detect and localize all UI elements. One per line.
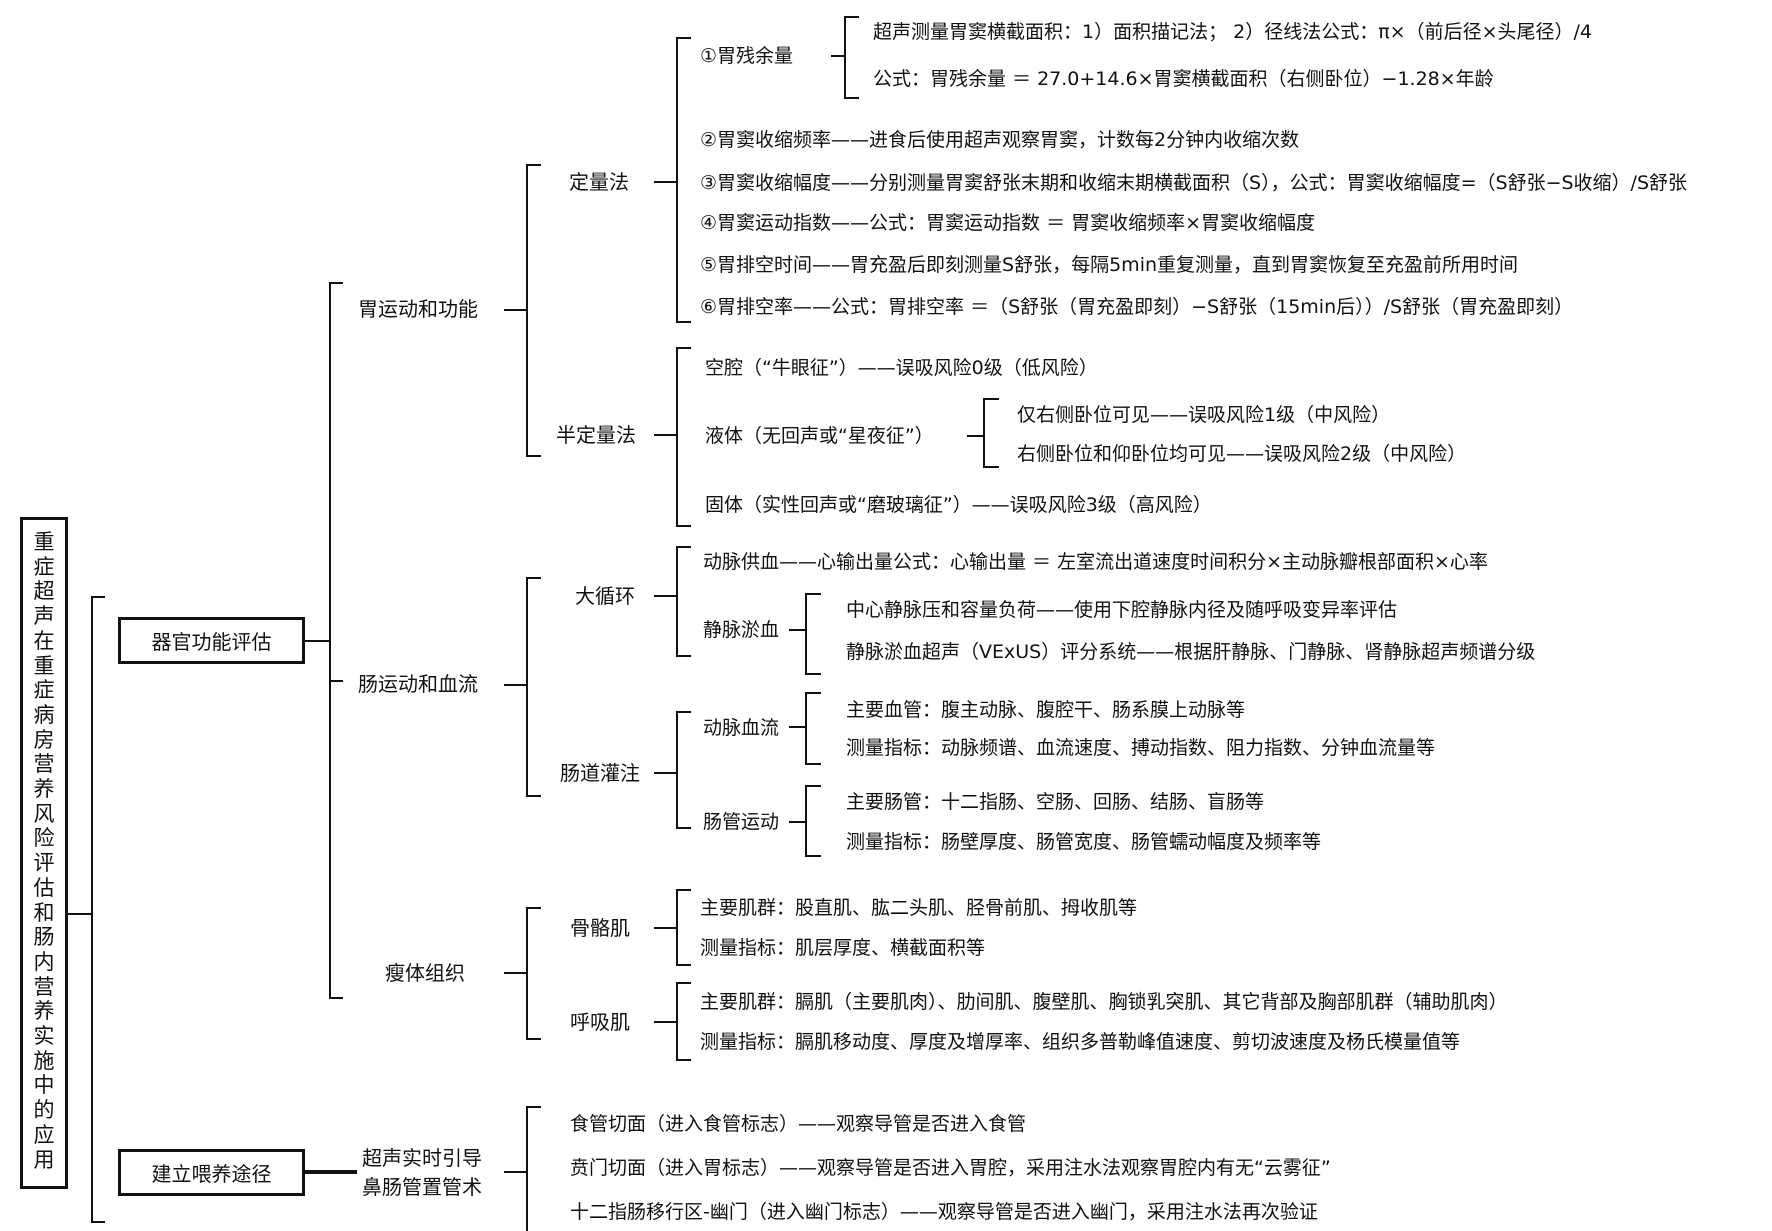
arterial-flow-node: 动脉血流 xyxy=(703,717,780,739)
bowel-motion-node: 肠管运动 xyxy=(703,811,780,833)
guide-node-line1: 超声实时引导 xyxy=(362,1146,482,1170)
respiratory-detail-b: 测量指标：膈肌移动度、厚度及增厚率、组织多普勒峰值速度、剪切波速度及杨氏模量值等 xyxy=(700,1031,1461,1053)
venous-detail-a: 中心静脉压和容量负荷——使用下腔静脉内径及随呼吸变异率评估 xyxy=(846,599,1398,621)
respiratory-node: 呼吸肌 xyxy=(570,1010,630,1034)
respiratory-detail-a: 主要肌群：膈肌（主要肌肉）、肋间肌、腹壁肌、胸锁乳突肌、其它背部及胸部肌群（辅助… xyxy=(700,991,1508,1013)
arterial-flow-detail-a: 主要血管：腹主动脉、腹腔干、肠系膜上动脉等 xyxy=(846,699,1246,721)
pylorus-view: 十二指肠移行区-幽门（进入幽门标志）——观察导管是否进入幽门，采用注水法再次验证 xyxy=(570,1201,1318,1223)
intestinal-node: 肠运动和血流 xyxy=(358,672,478,696)
solid-node: 固体（实性回声或“磨玻璃征”）——误吸风险3级（高风险） xyxy=(705,494,1212,516)
liquid-node: 液体（无回声或“星夜征”） xyxy=(705,425,934,447)
arterial-supply: 动脉供血——心输出量公式：心输出量 ＝ 左室流出道速度时间积分×主动脉瓣根部面积… xyxy=(703,551,1488,573)
feeding-route-label: 建立喂养途径 xyxy=(151,1162,272,1186)
liquid-detail-a: 仅右侧卧位可见——误吸风险1级（中风险） xyxy=(1017,404,1391,426)
residual-detail-a: 超声测量胃窦横截面积：1）面积描记法； 2）径线法公式：π×（前后径×头尾径）/… xyxy=(873,21,1592,43)
emptying-rate: ⑥胃排空率——公式：胃排空率 ＝（S舒张（胃充盈即刻）−S舒张（15min后））… xyxy=(700,296,1574,318)
gastric-node: 胃运动和功能 xyxy=(358,297,478,321)
arterial-flow-detail-b: 测量指标：动脉频谱、血流速度、搏动指数、阻力指数、分钟血流量等 xyxy=(846,737,1436,759)
venous-detail-b: 静脉淤血超声（VExUS）评分系统——根据肝静脉、门静脉、肾静脉超声频谱分级 xyxy=(846,641,1536,663)
skeletal-node: 骨骼肌 xyxy=(570,916,630,940)
skeletal-detail-a: 主要肌群：股直肌、肱二头肌、胫骨前肌、拇收肌等 xyxy=(700,897,1138,919)
organ-assessment-box: 器官功能评估 xyxy=(118,617,305,664)
root-title: 重症超声在重症病房营养风险评估和肠内营养实施中的应用 xyxy=(33,530,55,1172)
venous-node: 静脉淤血 xyxy=(703,619,780,641)
skeletal-detail-b: 测量指标：肌层厚度、横截面积等 xyxy=(700,937,986,959)
quant-node: 定量法 xyxy=(569,170,629,194)
empty-cavity: 空腔（“牛眼征”）——误吸风险0级（低风险） xyxy=(705,357,1098,379)
esophagus-view: 食管切面（进入食管标志）——观察导管是否进入食管 xyxy=(570,1113,1027,1135)
perfusion-node: 肠道灌注 xyxy=(560,761,640,785)
residual-detail-b: 公式：胃残余量 ＝ 27.0+14.6×胃窦横截面积（右侧卧位）−1.28×年龄 xyxy=(873,68,1494,90)
motility-index: ④胃窦运动指数——公式：胃窦运动指数 ＝ 胃窦收缩频率×胃窦收缩幅度 xyxy=(700,212,1316,234)
bowel-motion-detail-b: 测量指标：肠壁厚度、肠管宽度、肠管蠕动幅度及频率等 xyxy=(846,831,1322,853)
macro-node: 大循环 xyxy=(575,584,635,608)
liquid-detail-b: 右侧卧位和仰卧位均可见——误吸风险2级（中风险） xyxy=(1017,443,1467,465)
guide-node-line2: 鼻肠管置管术 xyxy=(362,1175,482,1199)
feeding-route-box: 建立喂养途径 xyxy=(118,1149,305,1196)
root-box: 重症超声在重症病房营养风险评估和肠内营养实施中的应用 xyxy=(20,517,68,1189)
cardia-view: 贲门切面（进入胃标志）——观察导管是否进入胃腔，采用注水法观察胃腔内有无“云雾征… xyxy=(570,1157,1331,1179)
lean-tissue-node: 瘦体组织 xyxy=(385,961,465,985)
bowel-motion-detail-a: 主要肠管：十二指肠、空肠、回肠、结肠、盲肠等 xyxy=(846,791,1265,813)
residual-node: ①胃残余量 xyxy=(700,45,794,67)
contraction-frequency: ②胃窦收缩频率——进食后使用超声观察胃窦，计数每2分钟内收缩次数 xyxy=(700,129,1300,151)
semi-quant-node: 半定量法 xyxy=(556,423,636,447)
emptying-time: ⑤胃排空时间——胃充盈后即刻测量S舒张，每隔5min重复测量，直到胃窦恢复至充盈… xyxy=(700,254,1519,276)
organ-assessment-label: 器官功能评估 xyxy=(151,630,272,654)
contraction-amplitude: ③胃窦收缩幅度——分别测量胃窦舒张末期和收缩末期横截面积（S），公式：胃窦收缩幅… xyxy=(700,172,1688,194)
